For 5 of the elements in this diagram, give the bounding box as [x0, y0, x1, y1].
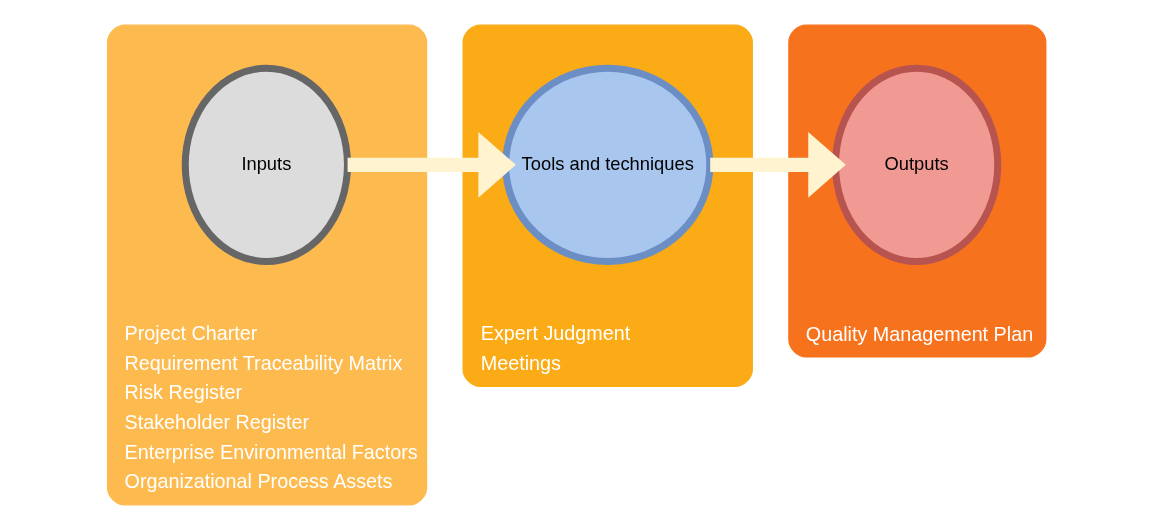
node-circle: Tools and techniques	[502, 64, 714, 265]
node-ellipse: Inputs	[181, 64, 351, 265]
arrow	[347, 132, 516, 198]
arrow	[710, 132, 846, 198]
node-ellipse: Outputs	[831, 64, 1002, 265]
